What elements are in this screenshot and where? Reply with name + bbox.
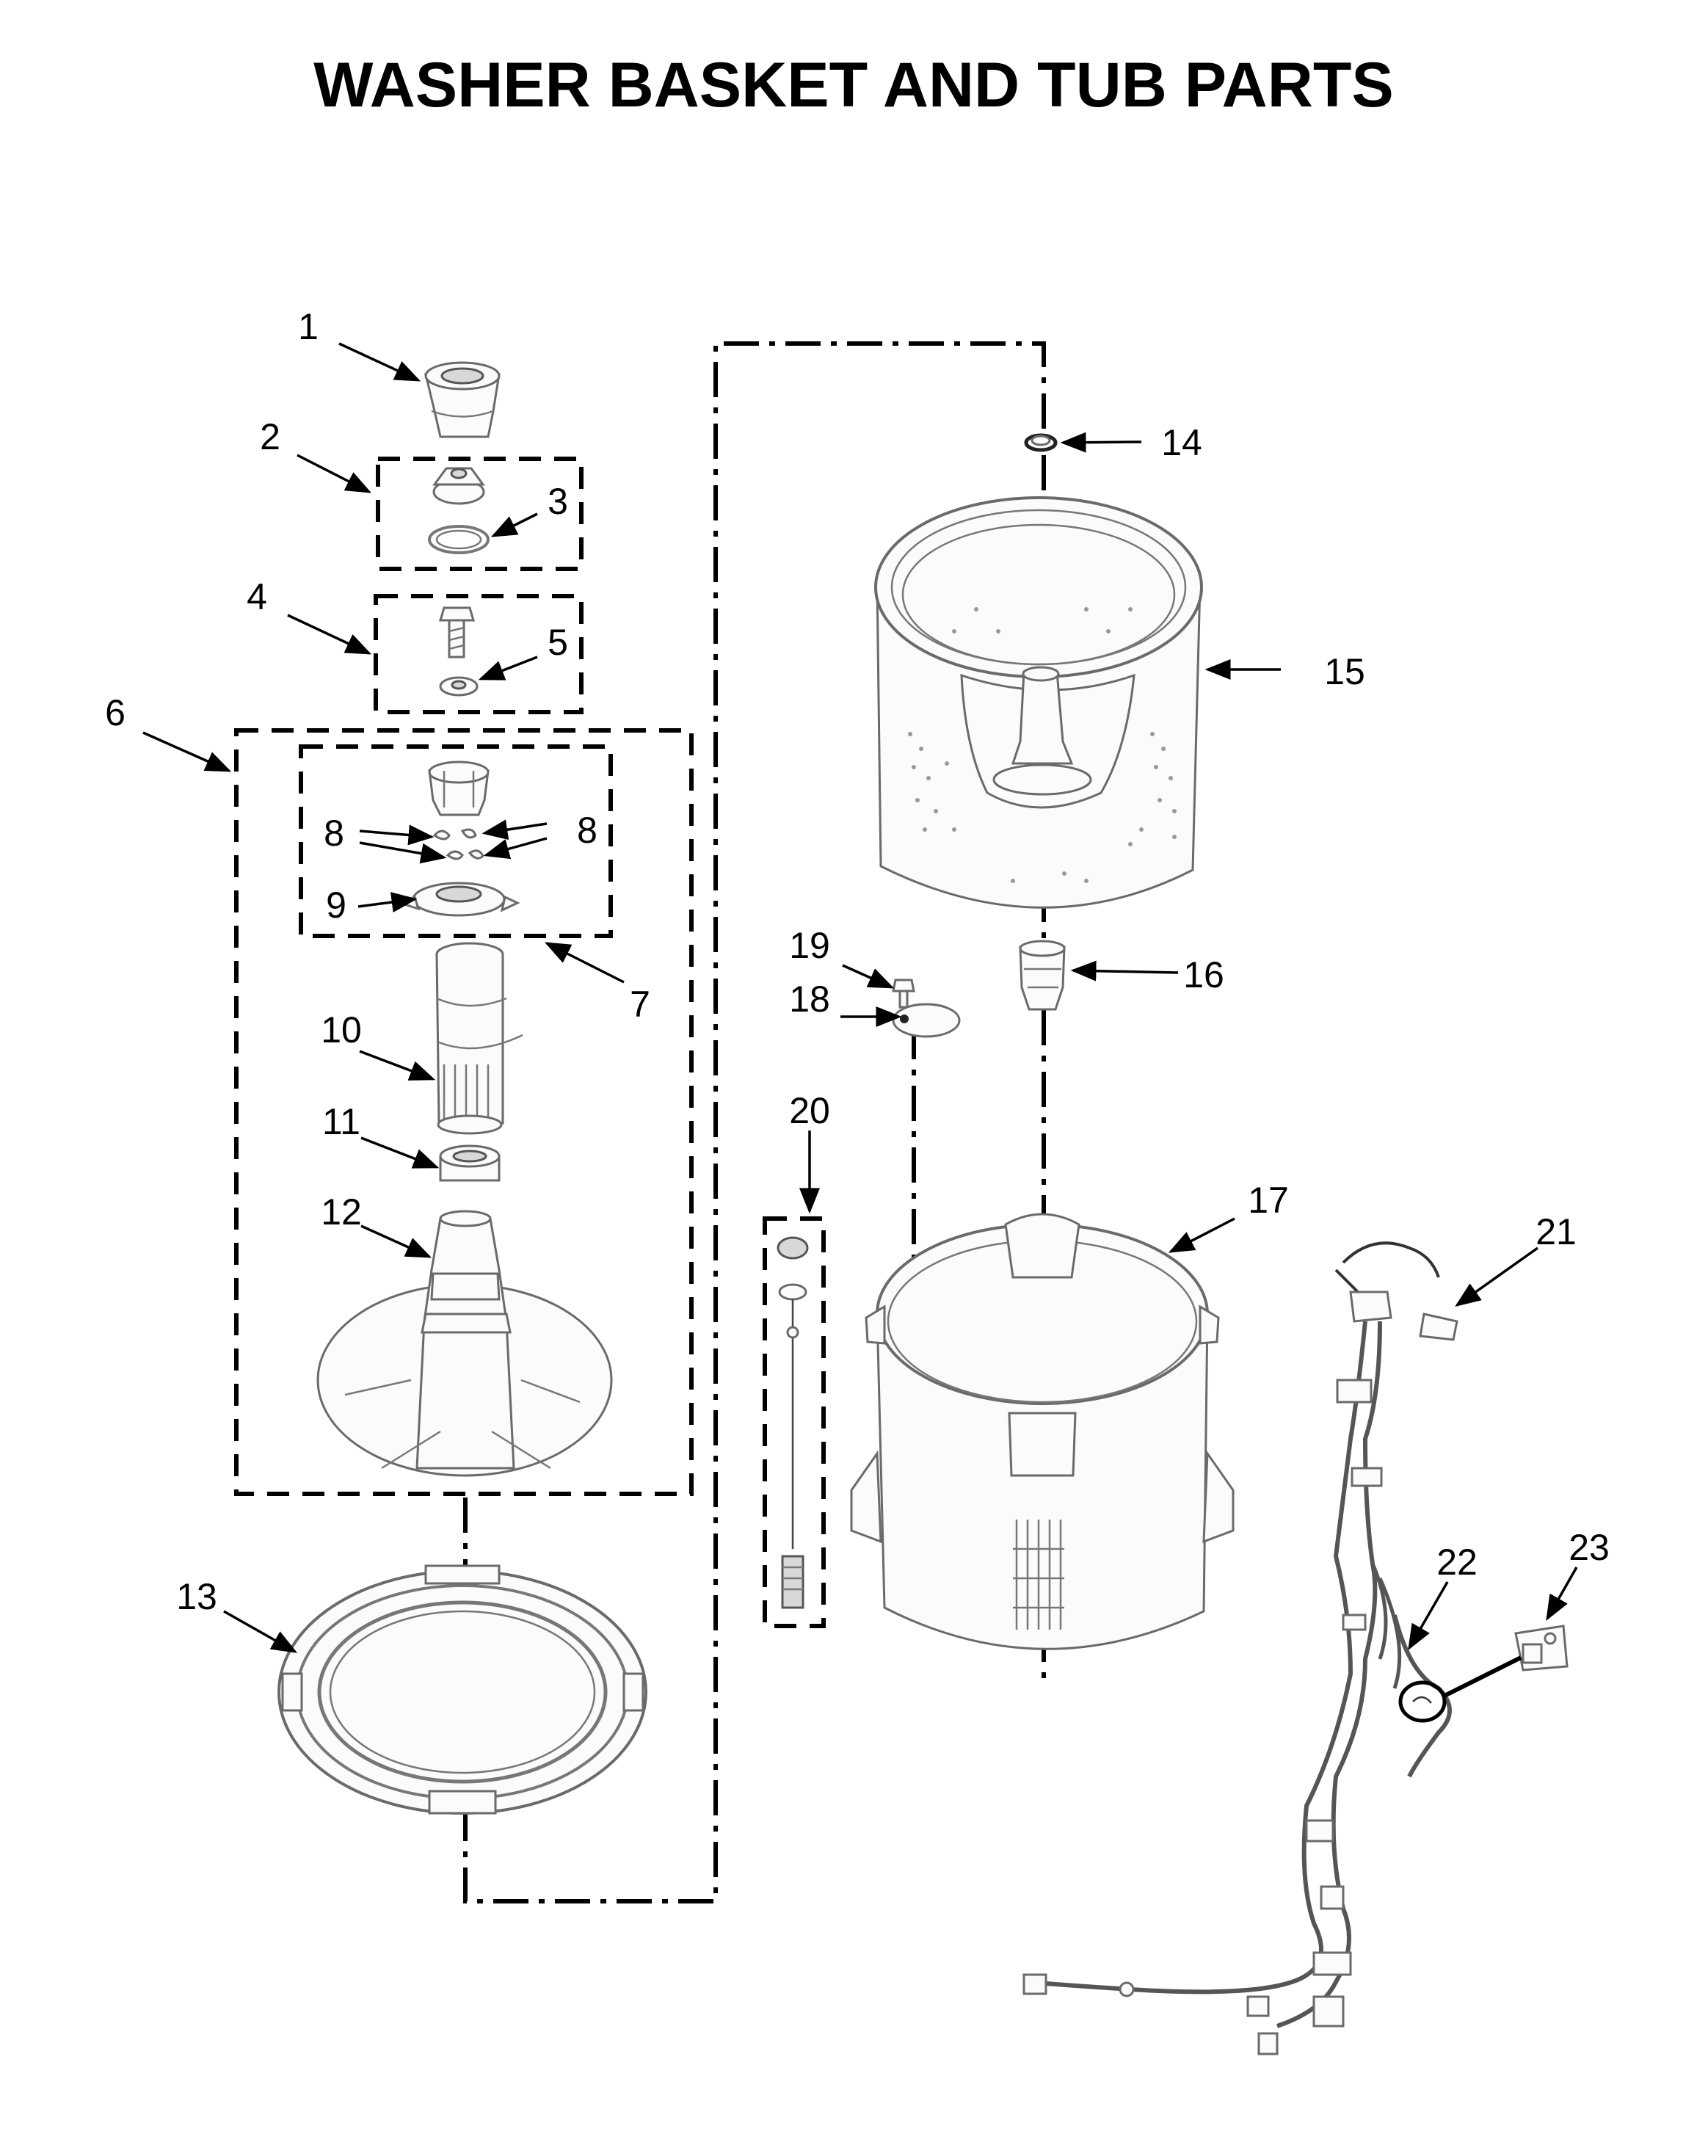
part-16-hub	[1019, 940, 1066, 1011]
group-box-4	[374, 594, 584, 714]
part-13-tub-ring	[277, 1564, 647, 1815]
callout-11: 11	[322, 1101, 360, 1142]
part-19-screw	[892, 979, 915, 1009]
part-10-auger	[435, 942, 523, 1135]
callout-21: 21	[1536, 1211, 1577, 1252]
callout-13: 13	[176, 1576, 217, 1617]
part-23-clip	[1514, 1625, 1569, 1672]
callout-7: 7	[630, 984, 650, 1025]
group-box-7	[299, 744, 613, 938]
part-2-cam	[432, 467, 485, 505]
callout-6: 6	[105, 692, 126, 733]
callout-17: 17	[1248, 1180, 1289, 1221]
part-17-outer-tub	[850, 1213, 1235, 1650]
part-22-to-23-line	[1443, 1655, 1522, 1698]
page-title: WASHER BASKET AND TUB PARTS	[313, 50, 1394, 120]
part-9-spring	[396, 882, 520, 917]
callout-5: 5	[548, 622, 568, 663]
part-5-washer	[439, 676, 479, 697]
callout-22: 22	[1436, 1542, 1478, 1583]
part-8-clips	[432, 828, 484, 860]
leader-lines	[142, 342, 1578, 1653]
callout-14: 14	[1161, 422, 1202, 463]
part-12-agitator-base	[316, 1210, 613, 1477]
callout-16: 16	[1183, 954, 1224, 995]
callout-8-left: 8	[324, 813, 344, 854]
part-7-coupler	[428, 761, 490, 816]
callout-8-right: 8	[577, 810, 597, 851]
callout-9: 9	[326, 885, 346, 926]
callout-19: 19	[789, 925, 830, 966]
group-box-6	[234, 728, 694, 1496]
part-14-clip	[1024, 433, 1058, 452]
part-3-ring	[428, 525, 490, 554]
callout-15: 15	[1324, 651, 1365, 692]
callout-10: 10	[321, 1009, 362, 1050]
part-18-plate	[892, 1003, 961, 1038]
group-box-2	[376, 457, 584, 571]
callout-2: 2	[260, 416, 280, 457]
part-20-pressure-assembly	[777, 1236, 809, 1609]
callout-4: 4	[247, 576, 267, 617]
callout-23: 23	[1569, 1527, 1610, 1568]
callout-20: 20	[789, 1090, 830, 1131]
callout-18: 18	[789, 979, 830, 1020]
part-4-bolt	[438, 606, 476, 658]
group-box-20	[763, 1216, 826, 1628]
callout-12: 12	[321, 1191, 362, 1233]
part-21-wire-harness	[1022, 1241, 1458, 2055]
part-1-cap	[424, 361, 501, 438]
part-11-collar	[439, 1144, 501, 1182]
part-15-basket	[874, 496, 1203, 909]
callout-1: 1	[298, 306, 319, 347]
part-22-hose	[1392, 1614, 1452, 1778]
callout-3: 3	[548, 481, 568, 522]
